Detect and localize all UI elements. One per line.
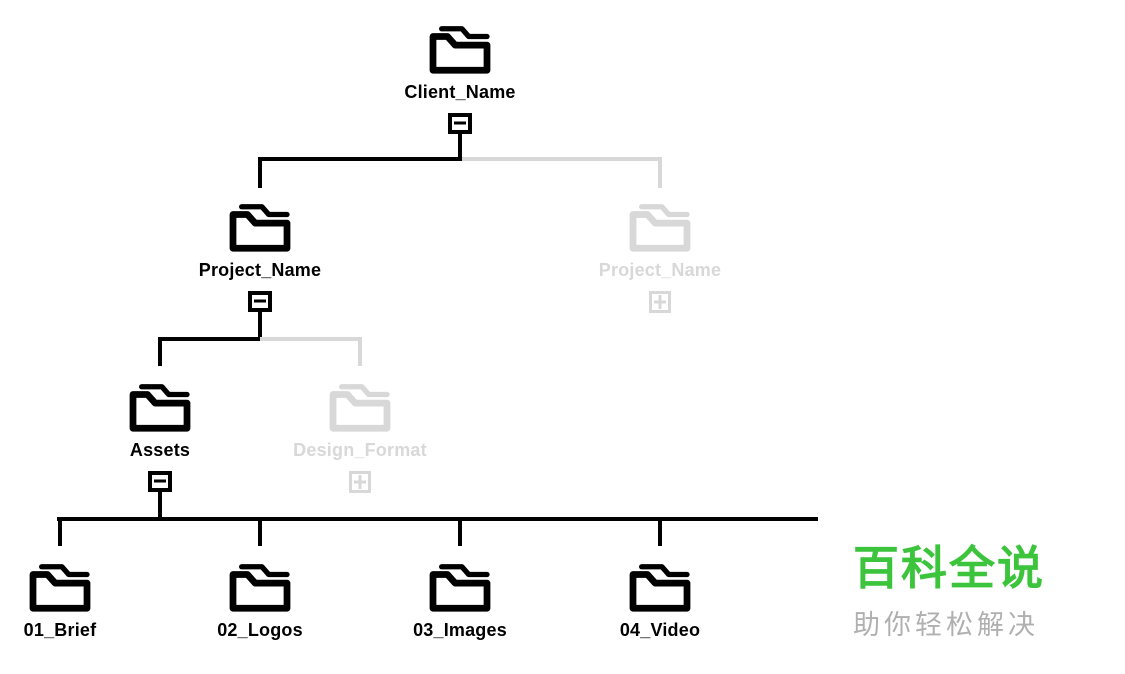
connector-client-right <box>462 157 662 161</box>
connector-assets-rail <box>57 517 818 521</box>
folder-icon <box>427 22 493 76</box>
tree-node-design-format[interactable]: Design_Format <box>260 380 460 493</box>
connector-client-left <box>258 157 462 161</box>
plus-box-icon[interactable] <box>649 290 671 313</box>
folder-label: Project_Name <box>198 260 322 280</box>
folder-icon <box>227 200 293 254</box>
minus-box-icon[interactable] <box>248 290 272 312</box>
folder-label: 01_Brief <box>23 620 97 640</box>
connector-drop-assets <box>158 337 162 366</box>
tree-node-02-logos[interactable]: 02_Logos <box>160 560 360 642</box>
folder-icon <box>227 560 293 614</box>
tree-node-assets[interactable]: Assets <box>60 380 260 492</box>
folder-label: 03_Images <box>413 620 507 640</box>
folder-icon <box>127 380 193 434</box>
connector-drop-design-format <box>358 337 362 366</box>
minus-box-icon[interactable] <box>448 112 472 134</box>
tree-node-03-images[interactable]: 03_Images <box>360 560 560 642</box>
folder-icon <box>627 560 693 614</box>
connector-project-right <box>260 337 362 341</box>
connector-client-stub <box>458 133 462 161</box>
connector-drop-project-active <box>258 157 262 188</box>
tree-node-project-name-active[interactable]: Project_Name <box>160 200 360 312</box>
connector-drop-images <box>458 517 462 546</box>
tree-node-04-video[interactable]: 04_Video <box>560 560 760 642</box>
connector-project-left <box>158 337 260 341</box>
connector-drop-project-dimmed <box>658 157 662 188</box>
connector-drop-video <box>658 517 662 546</box>
plus-box-icon[interactable] <box>349 470 371 493</box>
folder-label: Assets <box>129 440 191 460</box>
watermark-subtitle: 助你轻松解决 <box>853 610 1039 641</box>
folder-label: Client_Name <box>404 82 516 102</box>
folder-icon <box>427 560 493 614</box>
folder-icon <box>327 380 393 434</box>
folder-label: Project_Name <box>598 260 722 280</box>
connector-drop-logos <box>258 517 262 546</box>
connector-assets-stub <box>158 491 162 521</box>
tree-node-client-name[interactable]: Client_Name <box>360 22 560 134</box>
tree-node-project-name-dimmed[interactable]: Project_Name <box>560 200 760 313</box>
connector-project-stub <box>258 311 262 341</box>
folder-label: Design_Format <box>293 440 427 460</box>
connector-drop-brief <box>58 517 62 546</box>
folder-label: 02_Logos <box>217 620 303 640</box>
folder-icon <box>627 200 693 254</box>
tree-node-01-brief[interactable]: 01_Brief <box>0 560 160 642</box>
minus-box-icon[interactable] <box>148 470 172 492</box>
watermark: 百科全说 助你轻松解决 <box>853 544 1045 642</box>
folder-icon <box>27 560 93 614</box>
watermark-title: 百科全说 <box>853 542 1045 594</box>
folder-label: 04_Video <box>619 620 701 640</box>
